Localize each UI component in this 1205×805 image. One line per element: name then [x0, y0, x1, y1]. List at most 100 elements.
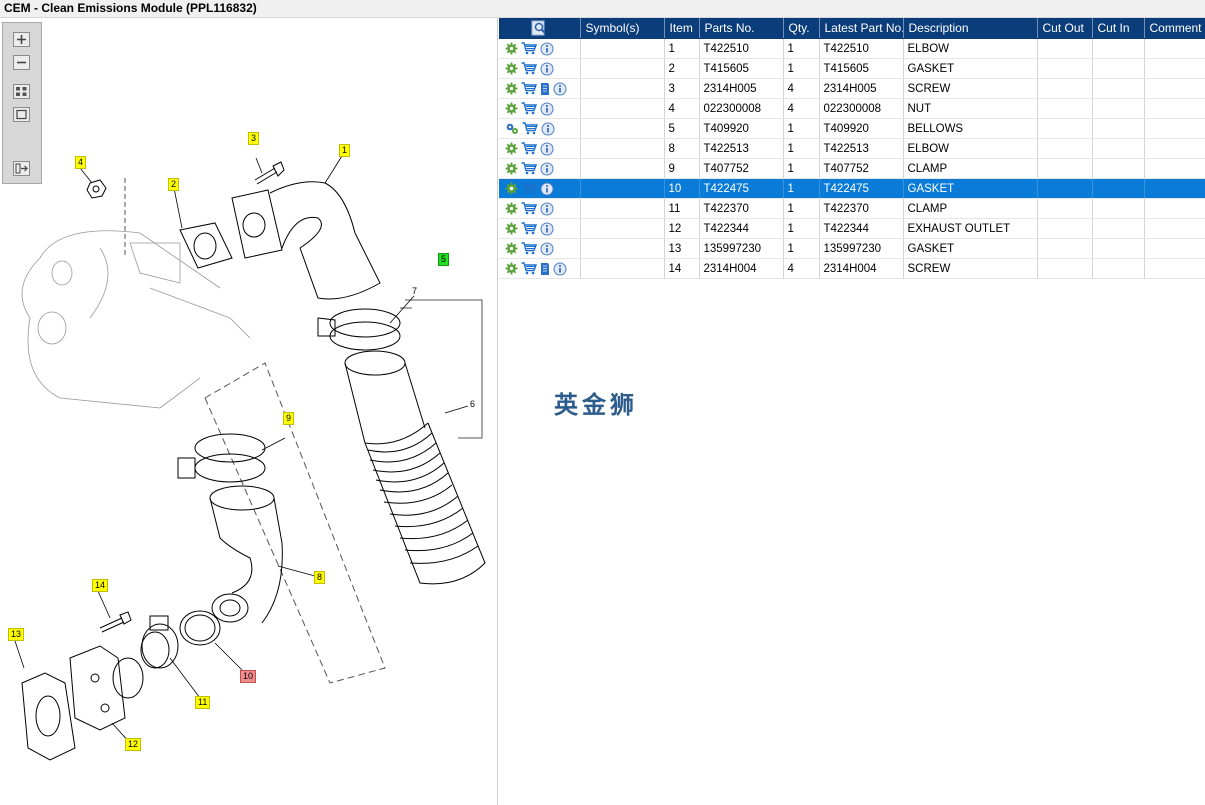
- exploded-parts-diagram[interactable]: [0, 18, 497, 805]
- symbol-cell: [580, 98, 665, 119]
- column-header-comment[interactable]: Comment: [1144, 18, 1205, 39]
- callout-13[interactable]: 13: [8, 628, 25, 641]
- callout-9[interactable]: 9: [283, 412, 295, 425]
- gear-icon[interactable]: [505, 102, 518, 115]
- cart-icon[interactable]: [521, 142, 537, 155]
- cart-icon[interactable]: [521, 62, 537, 75]
- callout-1[interactable]: 1: [339, 144, 351, 157]
- info-icon[interactable]: [540, 62, 554, 76]
- info-icon[interactable]: [553, 82, 567, 96]
- gear-icon[interactable]: [505, 262, 518, 275]
- callout-4[interactable]: 4: [75, 156, 87, 169]
- info-icon[interactable]: [540, 202, 554, 216]
- item-cell: 12: [664, 218, 700, 239]
- gear-icon[interactable]: [505, 242, 518, 255]
- comment-cell: [1144, 218, 1205, 239]
- qty-cell: 4: [783, 78, 820, 99]
- qty-cell: 1: [783, 138, 820, 159]
- info-icon[interactable]: [540, 102, 554, 116]
- part-number-cell: T422344: [699, 218, 784, 239]
- column-header-qty[interactable]: Qty.: [783, 18, 820, 39]
- diagram-pane[interactable]: 1 2 3 4 5 6 7 8 9 10 11 12 13 14: [0, 18, 498, 805]
- info-icon[interactable]: [540, 42, 554, 56]
- column-header-symbol-s[interactable]: Symbol(s): [580, 18, 665, 39]
- latest-part-cell: T422344: [819, 218, 904, 239]
- cart-icon[interactable]: [521, 222, 537, 235]
- description-cell: BELLOWS: [903, 118, 1038, 139]
- column-header-parts-no[interactable]: Parts No.: [699, 18, 784, 39]
- row-actions: [499, 38, 581, 59]
- column-header-description[interactable]: Description: [903, 18, 1038, 39]
- gear-icon[interactable]: [505, 182, 518, 195]
- cart-icon[interactable]: [521, 82, 537, 95]
- cart-icon[interactable]: [521, 202, 537, 215]
- cart-icon[interactable]: [521, 102, 537, 115]
- info-icon[interactable]: [540, 162, 554, 176]
- actual-size-icon[interactable]: [13, 107, 30, 122]
- callout-6[interactable]: 6: [470, 399, 476, 409]
- comment-cell: [1144, 58, 1205, 79]
- cart-icon[interactable]: [522, 122, 538, 135]
- info-icon[interactable]: [540, 222, 554, 236]
- search-icon[interactable]: [531, 20, 547, 36]
- callout-10[interactable]: 10: [240, 670, 257, 683]
- info-icon[interactable]: [553, 262, 567, 276]
- callout-12[interactable]: 12: [125, 738, 142, 751]
- cart-icon[interactable]: [521, 242, 537, 255]
- callout-8[interactable]: 8: [314, 571, 326, 584]
- cart-icon[interactable]: [521, 162, 537, 175]
- column-header-item[interactable]: Item: [664, 18, 700, 39]
- callout-3[interactable]: 3: [248, 132, 260, 145]
- gear-icon[interactable]: [505, 222, 518, 235]
- callout-7[interactable]: 7: [412, 286, 418, 296]
- callout-2[interactable]: 2: [168, 178, 180, 191]
- info-icon[interactable]: [540, 142, 554, 156]
- latest-part-cell: T407752: [819, 158, 904, 179]
- cut-out-cell: [1037, 238, 1093, 259]
- zoom-in-icon[interactable]: [13, 32, 30, 47]
- column-header-cut-out[interactable]: Cut Out: [1037, 18, 1093, 39]
- gear-icon[interactable]: [505, 82, 518, 95]
- gear-icon[interactable]: [505, 162, 518, 175]
- cart-icon[interactable]: [521, 42, 537, 55]
- callout-11[interactable]: 11: [195, 696, 211, 709]
- zoom-out-icon[interactable]: [13, 55, 30, 70]
- cart-icon[interactable]: [521, 262, 537, 275]
- callout-14[interactable]: 14: [92, 579, 109, 592]
- row-actions: [499, 198, 581, 219]
- watermark: 英金狮: [554, 391, 638, 419]
- document-icon[interactable]: [540, 262, 550, 276]
- part-number-cell: T407752: [699, 158, 784, 179]
- column-header-cut-in[interactable]: Cut In: [1092, 18, 1145, 39]
- callout-5[interactable]: 5: [438, 253, 450, 266]
- column-header-search[interactable]: [499, 18, 581, 39]
- document-icon[interactable]: [540, 82, 550, 96]
- info-icon[interactable]: [540, 182, 554, 196]
- fit-all-icon[interactable]: [13, 84, 30, 99]
- cart-icon[interactable]: [521, 182, 537, 195]
- export-icon[interactable]: [13, 161, 30, 176]
- info-icon[interactable]: [540, 242, 554, 256]
- column-header-latest-part-no[interactable]: Latest Part No.: [819, 18, 904, 39]
- gears-icon[interactable]: [505, 122, 519, 135]
- gear-icon[interactable]: [505, 202, 518, 215]
- info-icon[interactable]: [541, 122, 555, 136]
- item-cell: 1: [664, 38, 700, 59]
- symbol-cell: [580, 138, 665, 159]
- gear-icon[interactable]: [505, 42, 518, 55]
- gear-icon[interactable]: [505, 142, 518, 155]
- gear-icon[interactable]: [505, 62, 518, 75]
